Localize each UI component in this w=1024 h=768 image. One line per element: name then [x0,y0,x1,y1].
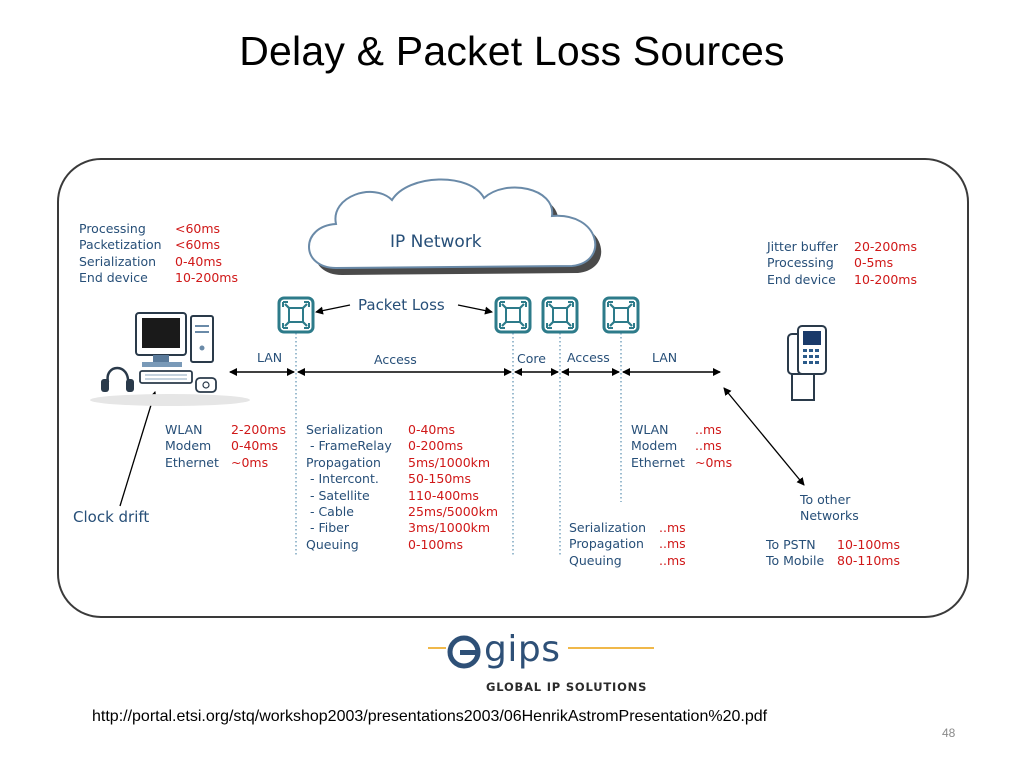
sender-delay-labels: Processing Packetization Serialization E… [79,221,162,286]
other-networks-arrow [723,387,805,486]
receiver-delay-labels: Jitter buffer Processing End device [767,239,839,287]
page-number: 48 [942,726,956,740]
segment-label-core: Core [517,351,546,366]
other-networks-labels: To PSTN To Mobile [766,537,825,569]
ip-network-cloud [308,178,602,275]
packet-loss-label: Packet Loss [358,296,445,314]
router-icon [602,296,640,334]
lan-left-delay-values: 2-200ms 0-40ms ~0ms [231,422,287,470]
packet-loss-arrow-left [315,304,351,315]
segment-label-lan-left: LAN [257,350,283,365]
segment-label-lan-right: LAN [652,350,678,365]
clock-drift-label: Clock drift [73,508,150,526]
lan-right-delay-values: ..ms ..ms ~0ms [695,422,733,470]
slide-title: Delay & Packet Loss Sources [239,28,785,74]
packet-loss-arrow-right [457,304,493,315]
core-delay-values: ..ms ..ms ..ms [659,520,686,568]
gips-logo-text: gips [484,629,561,670]
router-icon [541,296,579,334]
access-delay-values: 0-40ms 0-200ms 5ms/1000km 50-150ms 110-4… [408,422,499,552]
lan-left-delay-labels: WLAN Modem Ethernet [165,422,219,470]
clock-drift-arrow [119,391,157,507]
ip-network-label: IP Network [390,232,482,252]
phone-icon [787,325,827,401]
access-delay-labels: Serialization - FrameRelay Propagation -… [306,422,392,552]
segment-label-access-right: Access [567,350,610,365]
router-icon [277,296,315,334]
segment-label-access-left: Access [374,352,417,367]
router-icon [494,296,532,334]
sender-delay-values: <60ms <60ms 0-40ms 10-200ms [175,221,238,286]
source-url: http://portal.etsi.org/stq/workshop2003/… [92,708,768,725]
diagram-frame [57,158,969,618]
core-delay-labels: Serialization Propagation Queuing [569,520,647,568]
other-networks-heading: To other Networks [800,492,859,524]
other-networks-values: 10-100ms 80-110ms [837,537,900,569]
receiver-delay-values: 20-200ms 0-5ms 10-200ms [854,239,917,287]
segment-dividers [295,333,622,556]
gips-logo [428,635,654,669]
lan-right-delay-labels: WLAN Modem Ethernet [631,422,685,470]
gips-logo-subtitle: GLOBAL IP SOLUTIONS [486,680,648,694]
computer-icon [90,312,250,406]
